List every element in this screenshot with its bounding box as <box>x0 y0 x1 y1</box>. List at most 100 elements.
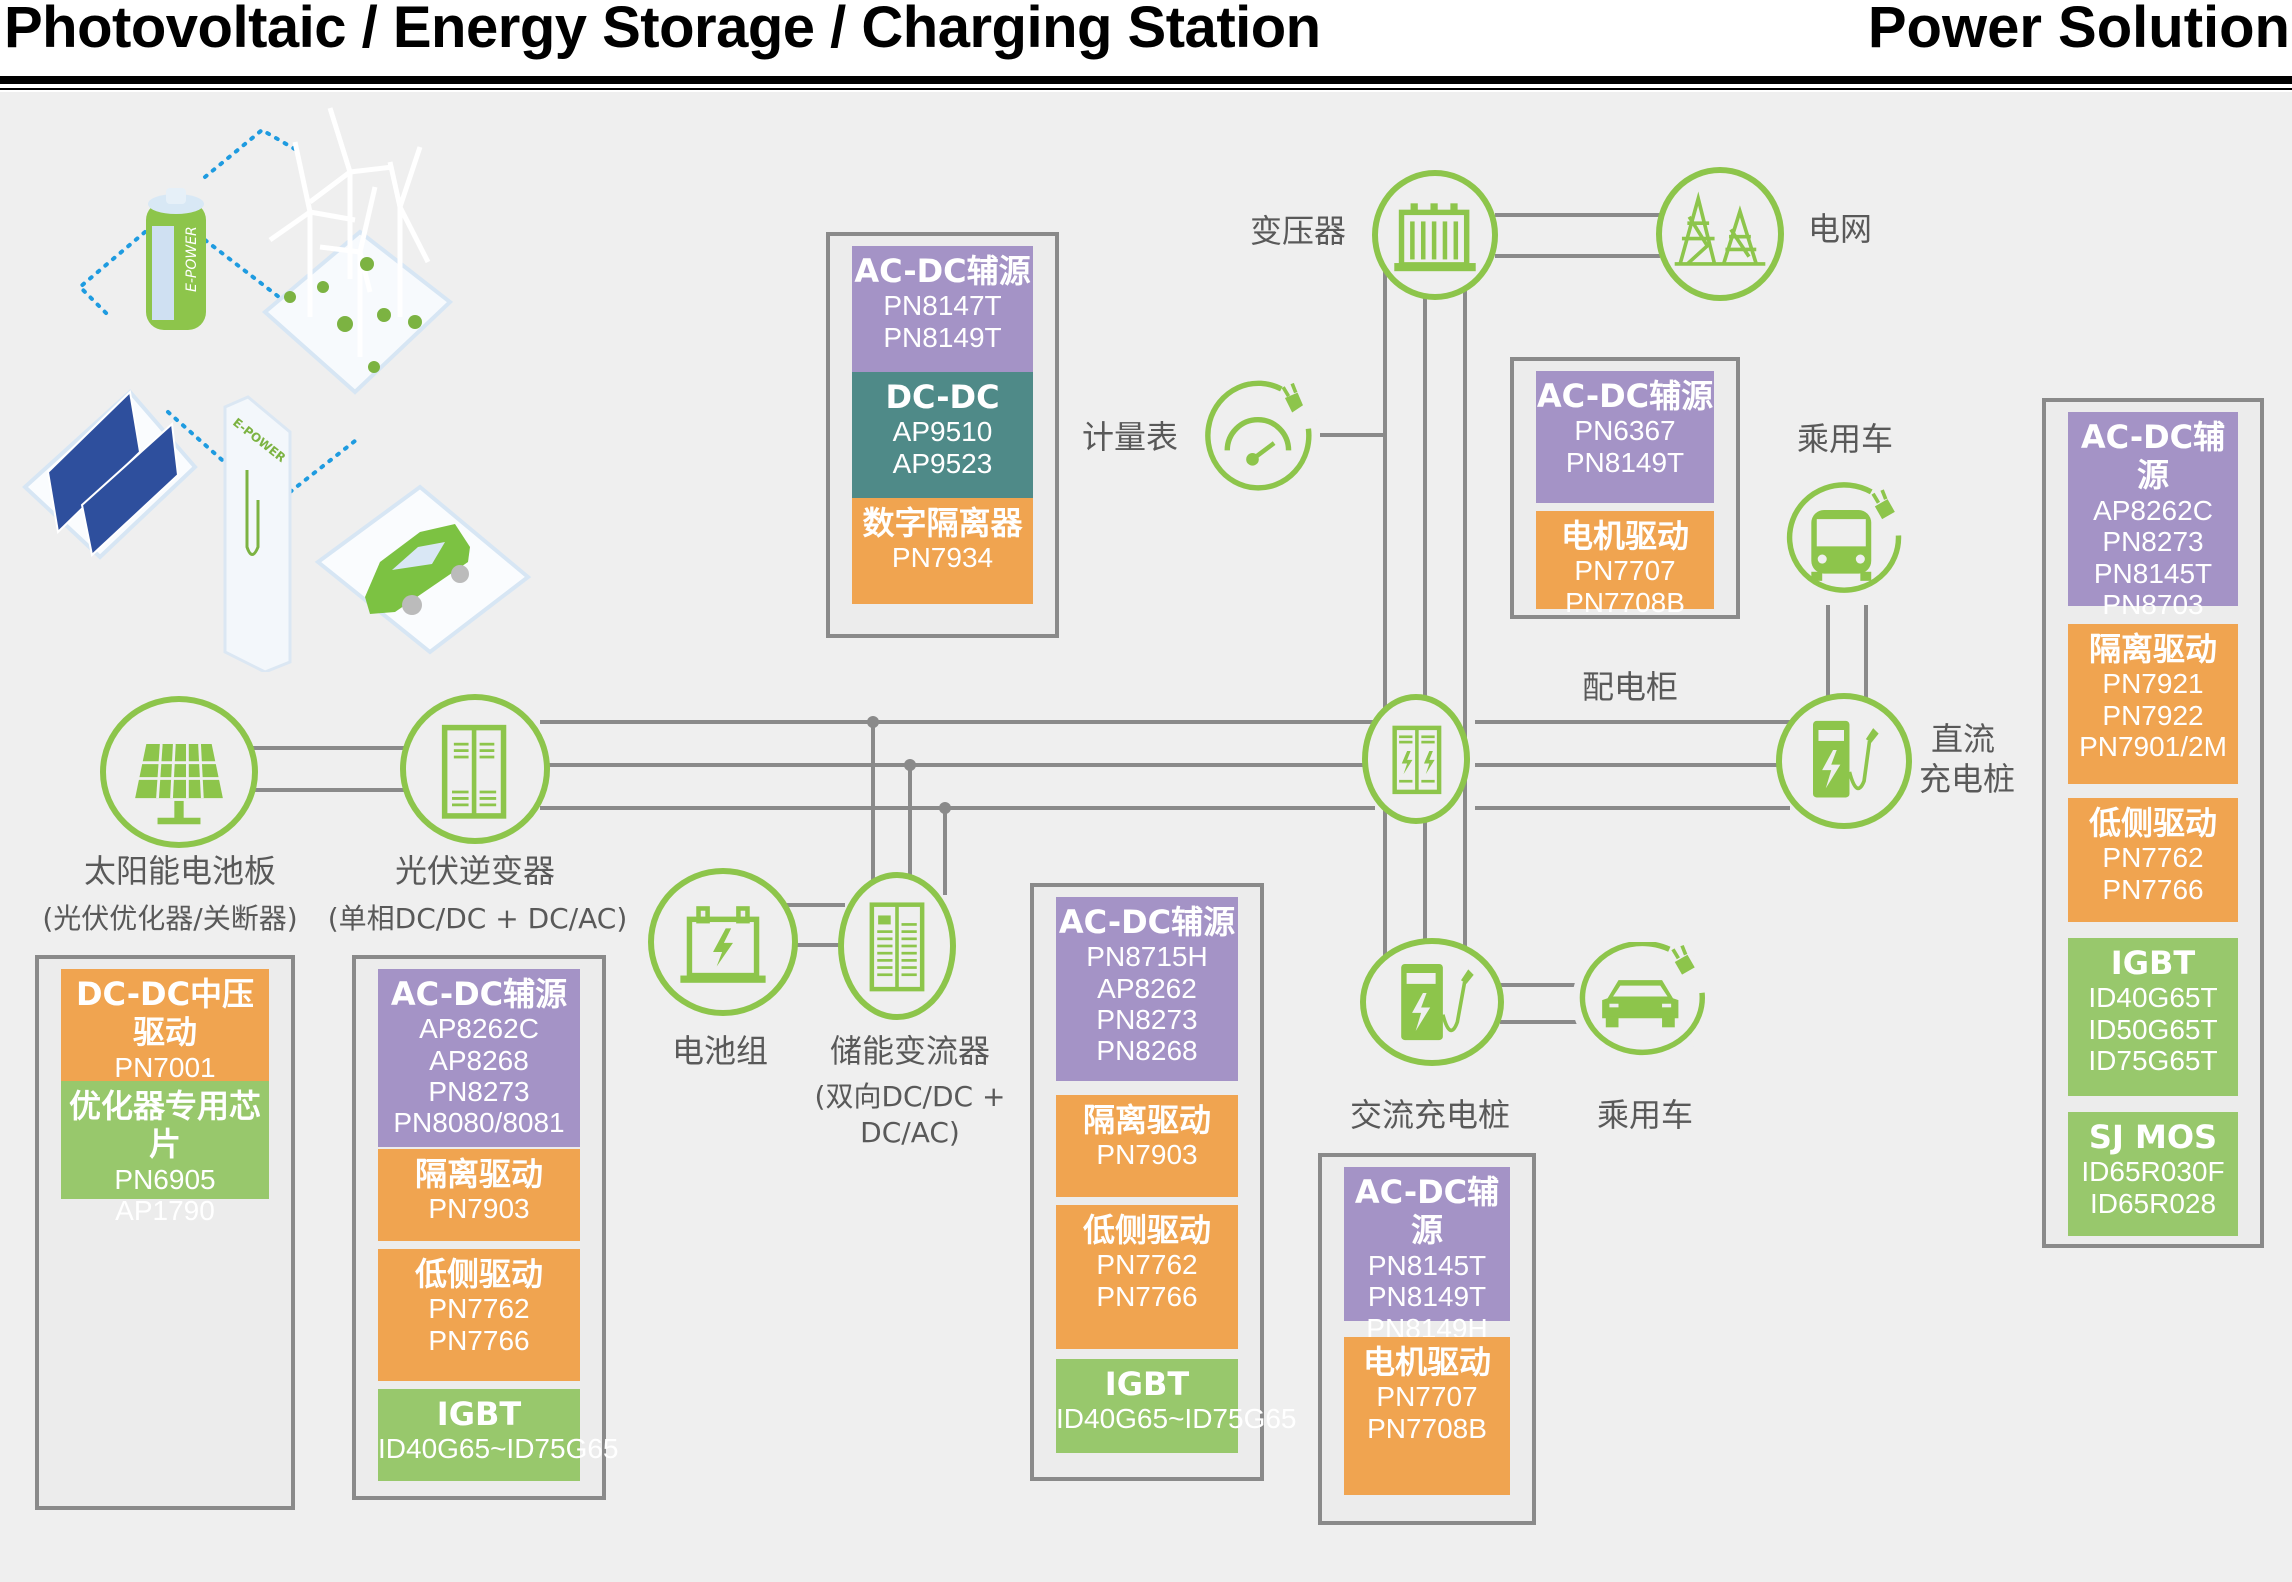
chip-part-number[interactable]: PN7901/2M <box>2079 731 2227 763</box>
node-solar-panel[interactable] <box>100 696 258 848</box>
header-rule-thick <box>0 76 2292 84</box>
node-battery-pack[interactable] <box>648 868 798 1016</box>
chip-part-number[interactable]: ID65R030F <box>2081 1156 2225 1188</box>
chip-part-number[interactable]: ID40G65~ID75G65 <box>378 1433 619 1465</box>
chip-part-number[interactable]: PN8149T <box>1367 1281 1487 1313</box>
chip-part-number[interactable]: AP9510 <box>892 416 993 448</box>
chip-part-number[interactable]: PN7762 <box>1096 1249 1198 1281</box>
chip-part-number[interactable]: ID40G65T <box>2088 982 2218 1014</box>
chip-part-number[interactable]: PN6367 <box>1574 415 1676 447</box>
chip-part-number[interactable]: PN8703 <box>2102 588 2204 620</box>
chip-part-number[interactable]: PN7707 <box>1574 555 1676 587</box>
chip-part-number[interactable]: PN8149T <box>883 321 1002 353</box>
chip-part-number[interactable]: PN7921 <box>2102 668 2204 700</box>
node-distribution-cabinet[interactable] <box>1362 694 1470 824</box>
node-dc-charger[interactable] <box>1776 693 1912 829</box>
chip-category-title: AC-DC辅源 <box>390 975 568 1013</box>
chip-category-title: 数字隔离器 <box>862 504 1023 542</box>
chip-part-number[interactable]: PN7766 <box>1096 1280 1198 1312</box>
chip-part-number[interactable]: PN7766 <box>428 1324 530 1356</box>
chip-part-number[interactable]: PN7762 <box>2102 842 2204 874</box>
label-meter: 计量表 <box>1081 418 1178 456</box>
chip-part-number[interactable]: PN7934 <box>891 542 994 574</box>
chip-part-number[interactable]: AP8262C <box>419 1013 539 1045</box>
node-transformer[interactable] <box>1372 170 1498 300</box>
label-car-vehicle: 乘用车 <box>1596 1096 1693 1134</box>
chip-category-title: AC-DC辅源 <box>1536 377 1714 415</box>
chip-category-title: 优化器专用芯片 <box>68 1087 261 1164</box>
chip-part-number[interactable]: PN7762 <box>428 1293 530 1325</box>
chip-category-title: AC-DC辅源 <box>2080 418 2226 495</box>
node-bus-vehicle[interactable] <box>1778 475 1910 605</box>
chip-part-number[interactable]: PN8715H <box>1086 941 1208 973</box>
chip-part-number[interactable]: PN8145T <box>1367 1249 1487 1281</box>
chip-part-number[interactable]: PN8273 <box>1096 1004 1198 1036</box>
label-bus-vehicle: 乘用车 <box>1796 420 1893 458</box>
chip-part-number[interactable]: ID40G65~ID75G65 <box>1056 1403 1297 1435</box>
header-rule-thin <box>0 88 2292 90</box>
chip-part-number[interactable]: AP9523 <box>892 447 993 479</box>
chip-part-number[interactable]: PN8145T <box>2093 557 2213 589</box>
node-storage-converter[interactable] <box>838 872 956 1020</box>
chip-part-number[interactable]: PN7708B <box>1367 1412 1487 1444</box>
chip-category-title: AC-DC辅源 <box>1354 1173 1500 1250</box>
chip-part-number[interactable]: PN7922 <box>2102 699 2204 731</box>
chip-part-number[interactable]: AP8268 <box>429 1044 529 1076</box>
chip-part-number[interactable]: AP8262 <box>1097 972 1197 1004</box>
chip-part-number[interactable]: ID75G65T <box>2088 1045 2218 1077</box>
chip-part-number[interactable]: PN8147T <box>883 290 1002 322</box>
node-meter[interactable] <box>1196 370 1318 500</box>
chip-part-number[interactable]: ID65R028 <box>2089 1187 2217 1219</box>
chip-part-number[interactable]: PN8080/8081 <box>393 1107 565 1139</box>
chip-part-number[interactable]: PN7903 <box>428 1193 530 1225</box>
chip-part-number[interactable]: PN7766 <box>2102 873 2204 905</box>
chip-part-number[interactable]: ID50G65T <box>2088 1013 2218 1045</box>
charging-pile-icon <box>1813 720 1879 798</box>
node-car-vehicle[interactable] <box>1572 936 1714 1066</box>
chip-part-number[interactable]: PN8273 <box>428 1076 530 1108</box>
chip-category-title: 隔离驱动 <box>414 1155 543 1193</box>
chip-part-number[interactable]: PN8149T <box>1565 446 1685 478</box>
electric-car-illustration <box>314 484 532 655</box>
node-pv-inverter[interactable] <box>400 694 550 844</box>
chip-part-number[interactable]: AP8262C <box>2093 494 2213 526</box>
node-ac-charger[interactable] <box>1360 938 1504 1066</box>
label-solar-panel: 太阳能电池板 <box>83 852 276 890</box>
node-grid[interactable] <box>1656 167 1784 301</box>
car-plug-icon <box>1579 942 1705 1056</box>
chip-part-number[interactable]: PN8268 <box>1096 1035 1198 1067</box>
power-tower-icon <box>1674 191 1766 266</box>
chip-part-number[interactable]: PN7708B <box>1565 586 1685 618</box>
chip-category-block[interactable]: DC-DC中压驱动PN7001PN7051 <box>61 969 269 1114</box>
chip-part-number[interactable]: PN7903 <box>1096 1139 1198 1171</box>
chip-part-number[interactable]: PN6905 <box>114 1163 216 1195</box>
chip-part-number[interactable]: PN7001 <box>114 1051 216 1083</box>
sublabel-pv-inverter: (单相DC/DC + DC/AC) <box>327 902 628 935</box>
chip-part-number[interactable]: PN8273 <box>2102 526 2204 558</box>
chip-part-number[interactable]: PN7707 <box>1376 1381 1478 1413</box>
chip-part-number[interactable]: AP1790 <box>115 1195 215 1227</box>
